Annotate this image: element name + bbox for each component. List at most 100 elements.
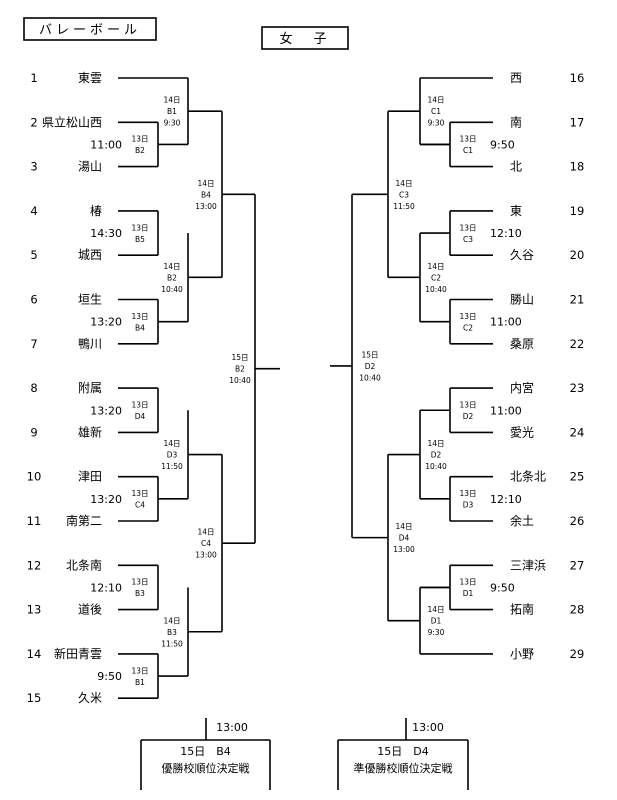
team-seed-number: 28 bbox=[570, 603, 585, 617]
team-name: 県立松山西 bbox=[42, 114, 102, 129]
match-time: 14:30 bbox=[90, 227, 122, 240]
team-seed-number: 16 bbox=[570, 71, 585, 85]
match-label: 13日 bbox=[131, 135, 148, 144]
match-label: 14日 bbox=[163, 616, 180, 625]
team-seed-number: 2 bbox=[30, 115, 37, 129]
match-time: 9:50 bbox=[97, 670, 122, 683]
match-label: C1 bbox=[463, 146, 473, 155]
match-time: 12:10 bbox=[490, 493, 522, 506]
match-label: 10:40 bbox=[425, 285, 447, 294]
match-time: 13:20 bbox=[90, 316, 122, 329]
match-label: C2 bbox=[463, 323, 473, 332]
match-time: 11:00 bbox=[90, 138, 122, 151]
team-name: 東雲 bbox=[78, 71, 102, 85]
match-label: 13日 bbox=[459, 223, 476, 232]
team-seed-number: 20 bbox=[570, 248, 585, 262]
team-name: 内宮 bbox=[510, 380, 534, 395]
match-label: 11:50 bbox=[161, 462, 183, 471]
team-seed-number: 5 bbox=[30, 248, 37, 262]
team-name: 東 bbox=[510, 204, 522, 218]
match-label: 13日 bbox=[131, 489, 148, 498]
match-label: B4 bbox=[135, 323, 145, 332]
match-label: C2 bbox=[431, 273, 441, 282]
match-label: 9:30 bbox=[428, 119, 445, 128]
match-time: 11:00 bbox=[490, 404, 522, 417]
match-label: B5 bbox=[135, 235, 145, 244]
match-label: B1 bbox=[135, 678, 145, 687]
team-name: 勝山 bbox=[510, 292, 534, 307]
team-seed-number: 8 bbox=[30, 381, 37, 395]
sport-title: バレーボール bbox=[39, 23, 141, 38]
match-label: 14日 bbox=[427, 96, 444, 105]
footer-match: 15日 B4 bbox=[180, 745, 231, 758]
team-name: 附属 bbox=[78, 381, 102, 395]
match-label: 13日 bbox=[459, 578, 476, 587]
match-label: 14日 bbox=[197, 179, 214, 188]
team-seed-number: 23 bbox=[570, 381, 585, 395]
team-seed-number: 14 bbox=[27, 647, 42, 661]
team-name: 小野 bbox=[510, 647, 534, 661]
match-label: D2 bbox=[463, 412, 474, 421]
match-label: D2 bbox=[431, 451, 442, 460]
match-label: C4 bbox=[135, 501, 145, 510]
match-label: 10:40 bbox=[359, 373, 381, 382]
match-label: 13:00 bbox=[393, 545, 415, 554]
match-label: 9:30 bbox=[164, 119, 181, 128]
division-box bbox=[261, 26, 349, 50]
match-label: B2 bbox=[235, 365, 245, 374]
team-name: 桑原 bbox=[510, 337, 534, 351]
match-label: 14日 bbox=[163, 262, 180, 271]
team-seed-number: 25 bbox=[570, 470, 585, 484]
match-time: 13:20 bbox=[90, 404, 122, 417]
match-label: B3 bbox=[167, 628, 177, 637]
team-name: 鴨川 bbox=[78, 337, 102, 351]
match-time: 12:10 bbox=[90, 581, 122, 594]
footer-time: 13:00 bbox=[216, 721, 248, 734]
match-label: C1 bbox=[431, 107, 441, 116]
match-label: D4 bbox=[135, 412, 146, 421]
team-name: 椿 bbox=[90, 204, 102, 218]
team-name: 北条北 bbox=[510, 470, 546, 484]
team-seed-number: 9 bbox=[30, 425, 37, 439]
team-seed-number: 24 bbox=[570, 425, 585, 439]
team-name: 久谷 bbox=[510, 248, 534, 262]
match-label: 15日 bbox=[361, 350, 378, 359]
team-name: 津田 bbox=[78, 470, 102, 484]
team-seed-number: 13 bbox=[27, 603, 42, 617]
team-name: 北 bbox=[510, 160, 522, 174]
team-seed-number: 27 bbox=[570, 558, 585, 572]
team-seed-number: 26 bbox=[570, 514, 585, 528]
match-label: 13日 bbox=[131, 578, 148, 587]
team-name: 余土 bbox=[510, 513, 534, 528]
match-time: 12:10 bbox=[490, 227, 522, 240]
match-label: 14日 bbox=[163, 96, 180, 105]
match-label: 13日 bbox=[131, 312, 148, 321]
match-label: 14日 bbox=[163, 439, 180, 448]
team-seed-number: 18 bbox=[570, 160, 585, 174]
team-seed-number: 11 bbox=[27, 514, 42, 528]
header: バレーボール 女 子 bbox=[23, 17, 349, 50]
match-label: 11:50 bbox=[161, 639, 183, 648]
team-name: 道後 bbox=[78, 603, 102, 617]
match-time: 9:50 bbox=[490, 138, 515, 151]
match-label: 14日 bbox=[427, 439, 444, 448]
footer-label: 優勝校順位決定戦 bbox=[162, 761, 250, 775]
team-name: 南 bbox=[510, 114, 522, 129]
match-label: 9:30 bbox=[428, 628, 445, 637]
team-seed-number: 1 bbox=[30, 71, 37, 85]
team-seed-number: 12 bbox=[27, 558, 42, 572]
match-label: C3 bbox=[399, 190, 409, 199]
match-label: 13日 bbox=[131, 223, 148, 232]
team-seed-number: 17 bbox=[570, 115, 585, 129]
team-seed-number: 15 bbox=[27, 691, 42, 705]
match-label: B1 bbox=[167, 107, 177, 116]
match-label: 11:50 bbox=[393, 202, 415, 211]
match-label: 13日 bbox=[131, 401, 148, 410]
match-label: 10:40 bbox=[229, 376, 251, 385]
match-time: 9:50 bbox=[490, 581, 515, 594]
team-seed-number: 19 bbox=[570, 204, 585, 218]
match-label: C3 bbox=[463, 235, 473, 244]
team-seed-number: 22 bbox=[570, 337, 585, 351]
team-seed-number: 4 bbox=[30, 204, 37, 218]
